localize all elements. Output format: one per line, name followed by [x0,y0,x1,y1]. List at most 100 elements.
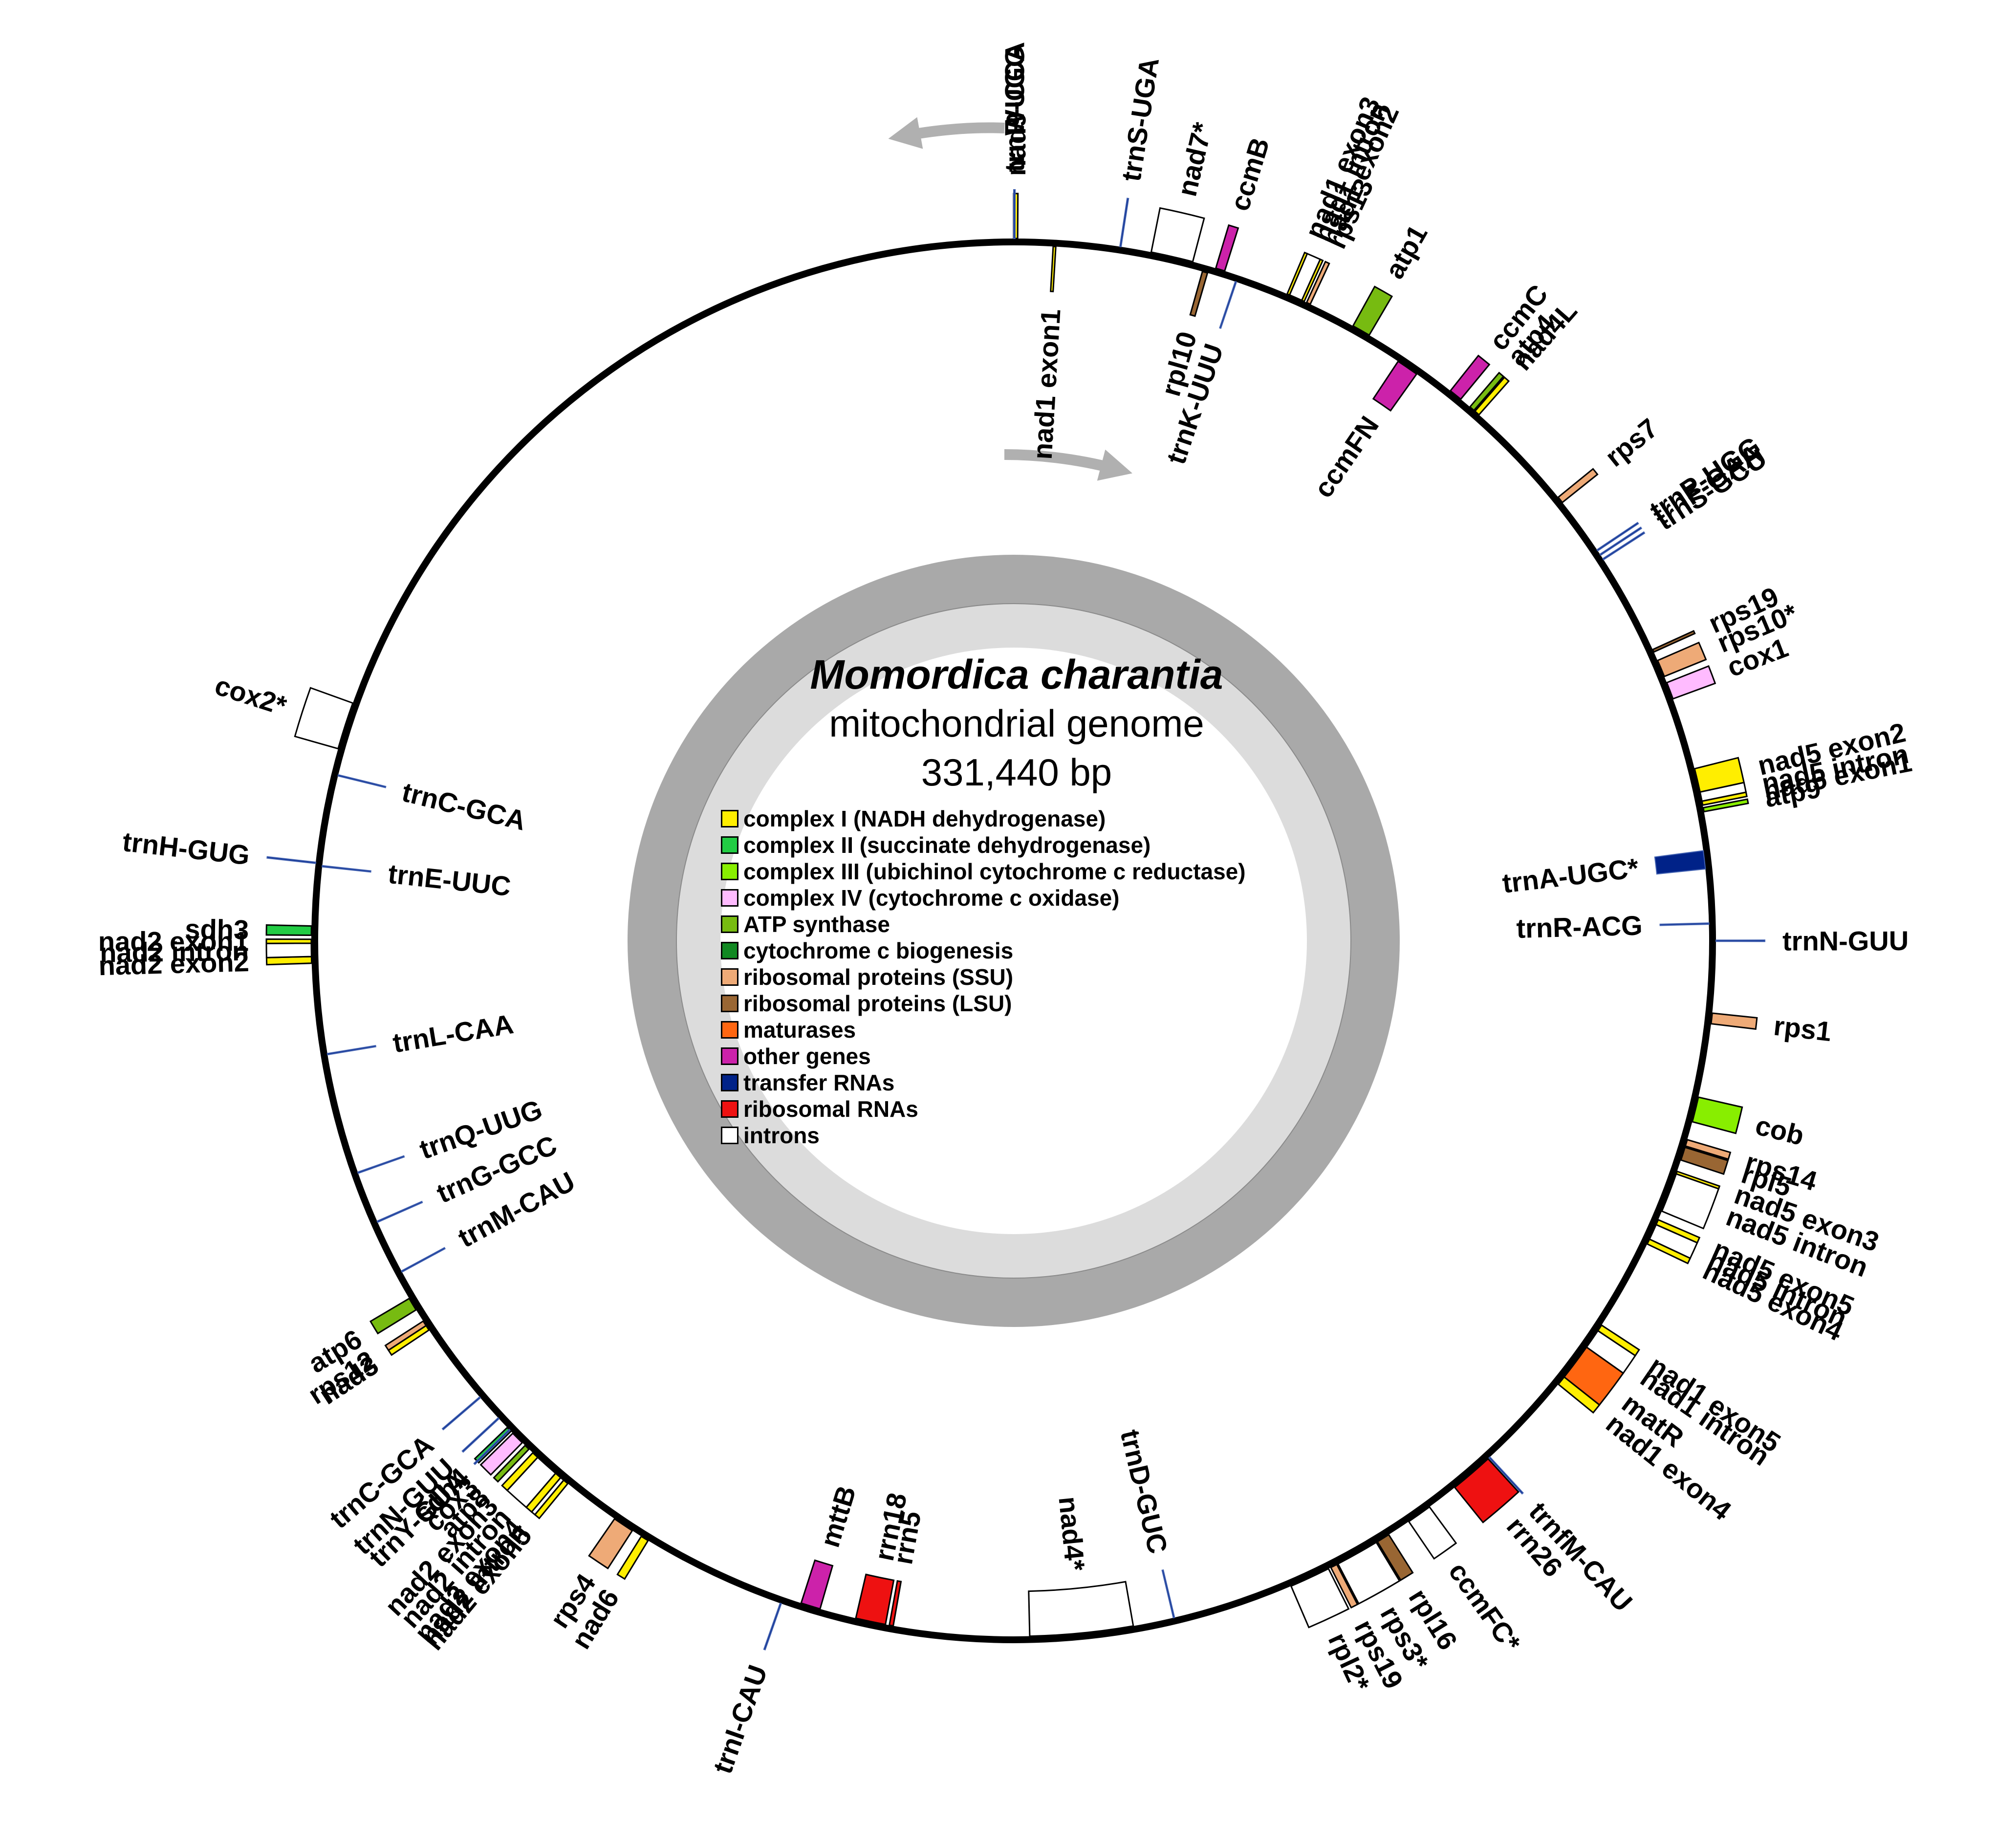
gene-block [888,1580,902,1627]
gene-features [265,189,1766,1651]
gene-block [265,942,312,958]
gene-block [1290,1567,1350,1629]
legend-item: complex II (succinate dehydrogenase) [721,832,1246,858]
gene-block [1646,1238,1692,1264]
legend-label: transfer RNAs [743,1070,895,1095]
legend-label: introns [743,1123,820,1148]
gene-label: trnA-UGC* [1500,852,1640,899]
gene-block [400,1247,446,1273]
gene-block [1119,197,1129,248]
gene-block [1661,1173,1720,1230]
direction-arrow-inner [1004,449,1132,481]
gene-block [384,1320,427,1351]
gene-block [473,1429,511,1465]
gene-label: trnS-UGA [1115,55,1165,183]
gene-label: atp1 [1379,219,1433,283]
legend-item: complex I (NADH dehydrogenase) [721,805,1246,832]
gene-block [855,1573,895,1626]
legend-label: other genes [743,1044,871,1069]
legend-swatch [721,1100,738,1118]
gene-block [1215,224,1239,272]
gene-block [1557,1376,1601,1414]
legend-label: ribosomal proteins (LSU) [743,991,1012,1016]
gene-block [1666,665,1716,700]
gene-block [1454,1457,1519,1523]
gene-block [265,924,312,936]
gene-label: nad2 exon2 [98,946,250,981]
legend-swatch [721,1127,738,1144]
legend-swatch [721,995,738,1012]
legend-label: maturases [743,1017,856,1043]
gene-block [1715,939,1766,942]
gene-block [1449,354,1491,400]
gene-label: ccmB [1224,134,1275,214]
gene-block [326,1044,377,1056]
gene-block [1013,189,1016,239]
gene-block [441,1396,481,1431]
gene-label: nad7* [1171,119,1218,199]
gene-label: sdh3 [185,913,249,945]
gene-block [1710,1012,1758,1030]
legend-label: complex III (ubichinol cytochrome c redu… [743,859,1246,884]
gene-block [1161,1569,1175,1619]
species-name: Momordica charantia [810,652,1223,697]
gene-label: trnL-CAA [391,1008,516,1059]
legend-label: cytochrome c biogenesis [743,938,1014,963]
gene-block [1028,1581,1134,1637]
gene-label: trnR-ACG [1516,910,1643,944]
gene-block [294,687,354,750]
gene-block [493,1444,530,1483]
gene-label: nad2 intron [100,935,249,968]
gene-block [1330,1563,1359,1609]
gene-label: cob [1753,1109,1807,1151]
gene-label: mttB [814,1482,862,1550]
gene-block [1602,531,1646,561]
gene-block [376,1200,423,1223]
legend-label: complex I (NADH dehydrogenase) [743,806,1106,831]
legend-item: cytochrome c biogenesis [721,937,1246,964]
legend-item: other genes [721,1043,1246,1069]
center-title: Momordica charantia mitochondrial genome… [640,650,1393,797]
gene-block [1219,281,1237,329]
gene-block [461,1417,500,1453]
legend-swatch [721,889,738,907]
gene-block [1337,1541,1401,1605]
gene-label: trnC-GCA [399,776,529,836]
gene-block [357,1155,405,1174]
gene-block [1599,526,1643,556]
legend-swatch [721,968,738,986]
gene-block [1596,522,1639,552]
legend-swatch [721,915,738,933]
legend-swatch [721,836,738,854]
gene-block [1651,630,1696,653]
legend-swatch [721,942,738,959]
gene-label: rps7 [1599,413,1664,473]
gene-block [369,1297,417,1335]
legend-swatch [721,1074,738,1091]
genome-circle [311,239,1716,1643]
gene-block [1691,1096,1743,1134]
legend-swatch [721,863,738,880]
gene-block [266,856,317,864]
genome-type: mitochondrial genome [829,702,1204,745]
gene-block [321,865,371,873]
gene-block [616,1535,650,1580]
legend-item: complex IV (cytochrome c oxidase) [721,885,1246,911]
gene-block [1684,1138,1732,1160]
legend-label: complex II (succinate dehydrogenase) [743,832,1151,858]
gc-center [720,648,1307,1234]
legend-item: ribosomal proteins (LSU) [721,990,1246,1017]
gene-label: nad9 [1000,112,1031,176]
gene-block [1150,207,1205,263]
gene-label: trnE-UUC [387,858,512,902]
legend-label: ribosomal proteins (SSU) [743,964,1014,990]
gene-block [1189,270,1209,317]
legend-item: maturases [721,1017,1246,1043]
legend-label: complex IV (cytochrome c oxidase) [743,885,1120,911]
gene-block [479,1432,523,1476]
gene-block [800,1559,834,1610]
gene-block [1301,258,1324,303]
gene-block [1702,798,1749,813]
gene-label: trnD-GUC [1115,1427,1174,1557]
